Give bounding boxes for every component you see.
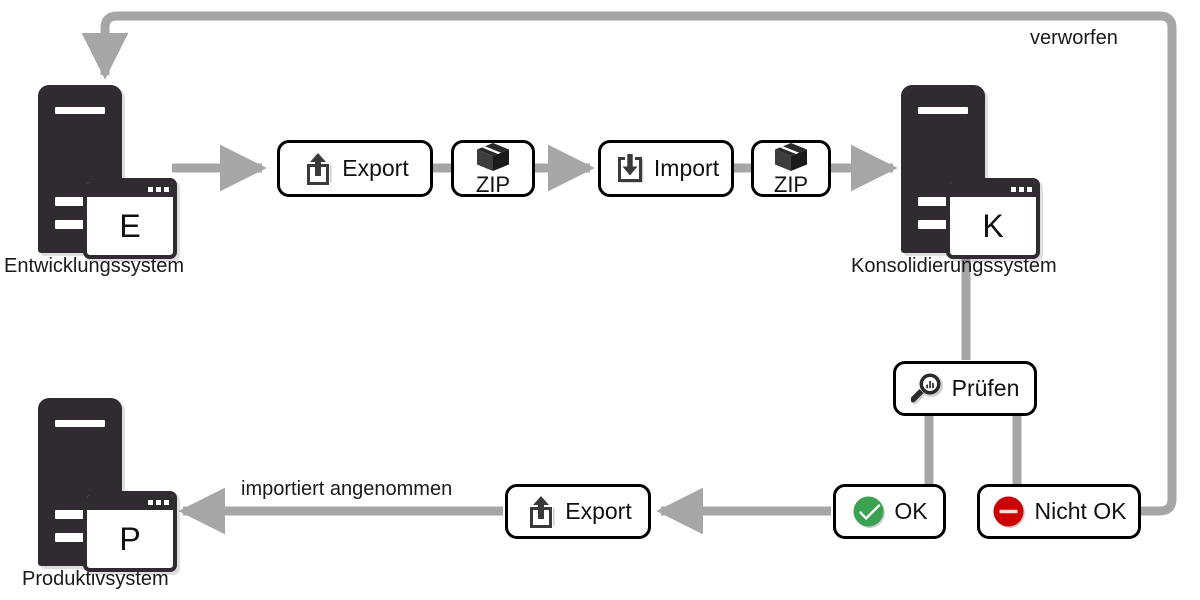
node-label: Prüfen <box>951 375 1020 401</box>
system-letter: E <box>119 207 141 244</box>
window-titlebar <box>950 182 1036 197</box>
caption-produktivsystem: Produktivsystem <box>22 568 169 590</box>
import-icon <box>617 153 644 183</box>
system-window-icon: E <box>83 178 177 259</box>
node-label: Nicht OK <box>1034 498 1127 524</box>
check-circle-icon <box>853 496 886 528</box>
window-titlebar <box>87 495 173 510</box>
system-window-icon: P <box>83 491 177 572</box>
export-icon <box>530 495 555 528</box>
system-letter: P <box>119 520 141 557</box>
package-icon <box>477 142 509 171</box>
node-export-bottom[interactable]: Export <box>505 484 651 539</box>
node-label: OK <box>894 498 928 524</box>
magnifier-chart-icon <box>910 373 943 404</box>
system-produktivsystem[interactable]: P <box>30 398 210 573</box>
system-window-icon: K <box>946 178 1040 259</box>
node-label: Export <box>565 498 632 524</box>
system-letter: K <box>982 207 1004 244</box>
edge-label-verworfen: verworfen <box>1026 27 1122 50</box>
minus-circle-icon <box>993 496 1026 528</box>
edge-label-importiert-angenommen: importiert angenommen <box>237 478 457 501</box>
node-zip-1[interactable]: ZIP <box>451 140 535 197</box>
caption-entwicklungssystem: Entwicklungssystem <box>4 255 185 277</box>
node-nicht-ok[interactable]: Nicht OK <box>977 484 1141 539</box>
package-icon <box>775 142 807 171</box>
node-import-top[interactable]: Import <box>598 140 734 197</box>
system-entwicklungssystem[interactable]: E <box>30 85 210 260</box>
node-label: Import <box>653 155 720 181</box>
node-label: ZIP <box>773 171 809 197</box>
node-pruefen[interactable]: Prüfen <box>893 361 1037 416</box>
node-ok[interactable]: OK <box>833 484 946 539</box>
node-label: Export <box>342 155 409 181</box>
export-icon <box>307 152 332 185</box>
window-titlebar <box>87 182 173 197</box>
node-zip-2[interactable]: ZIP <box>751 140 831 197</box>
node-export-top[interactable]: Export <box>277 140 433 197</box>
wire-notok-to-dev-rejected <box>81 11 1177 516</box>
caption-konsolidierungssystem: Konsolidierungssystem <box>851 255 1057 277</box>
system-konsolidierungssystem[interactable]: K <box>893 85 1073 260</box>
node-label: ZIP <box>475 171 511 197</box>
